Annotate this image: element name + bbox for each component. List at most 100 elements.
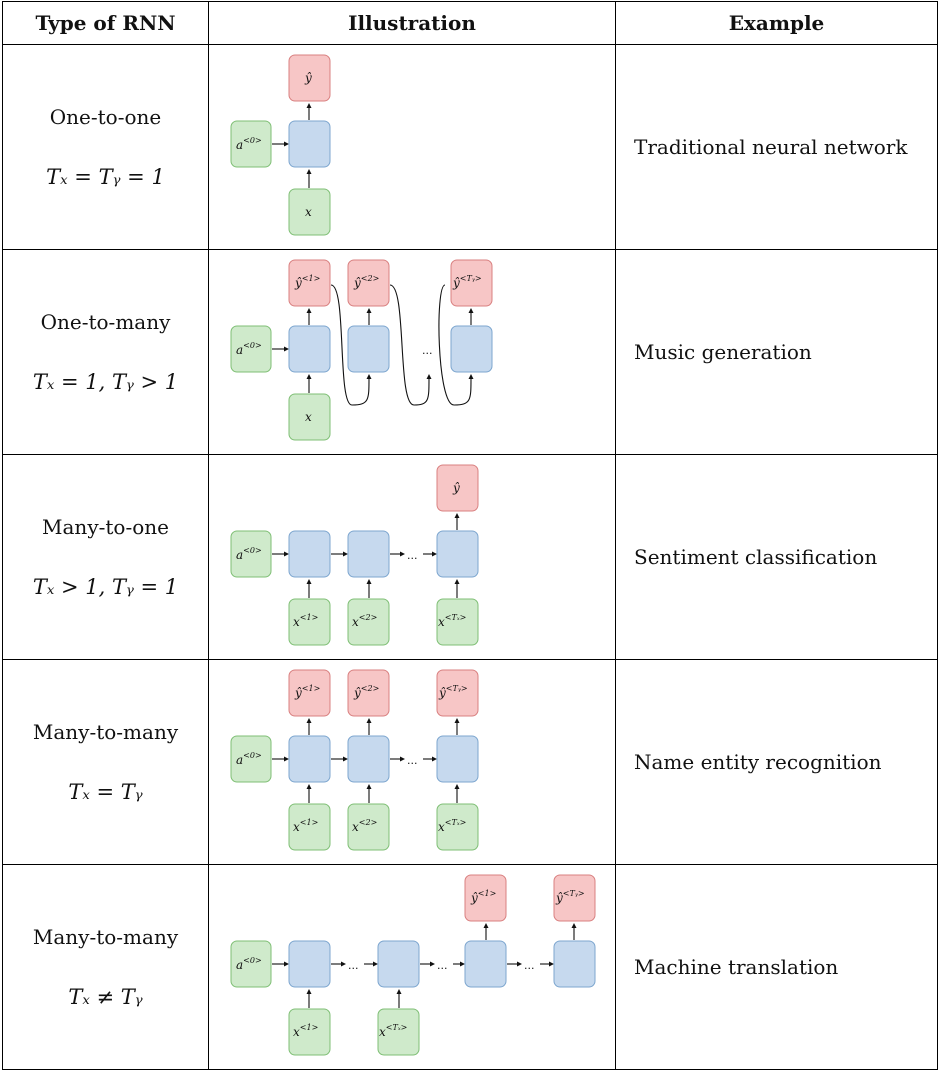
- input-box: [436, 803, 479, 851]
- illustration-cell: a<0> ŷ<1> x: [208, 249, 616, 455]
- ellipsis: ...: [407, 754, 418, 767]
- x-2-label: x<2>: [352, 818, 377, 834]
- arrowhead: [343, 551, 348, 557]
- hidden-box: [553, 940, 596, 988]
- arrowhead: [454, 513, 460, 518]
- header-row: Type of RNN Illustration Example: [2, 1, 938, 45]
- output-box: [436, 464, 479, 512]
- feedback-curve: [330, 284, 370, 406]
- x-2-label: x<2>: [352, 613, 377, 629]
- y-hat-Ty-label: ŷ<Tᵧ>: [555, 889, 585, 905]
- arrowhead: [432, 551, 437, 557]
- many-to-one-diagram: a<0> ... ŷ: [230, 464, 479, 646]
- ellipsis: ...: [524, 959, 535, 972]
- input-box: [288, 188, 331, 236]
- illustration-cell: a<0> ŷ x: [208, 44, 616, 250]
- output-box: [288, 54, 331, 102]
- ellipsis: ...: [437, 959, 448, 972]
- arrowhead: [366, 308, 372, 313]
- arrowhead: [454, 718, 460, 723]
- y-hat-2-label: ŷ<2>: [353, 274, 379, 290]
- input-box: [347, 598, 390, 646]
- x-Tx-label: x<Tₓ>: [379, 1023, 407, 1039]
- hidden-box: [377, 940, 420, 988]
- arrowhead: [284, 141, 289, 147]
- type-cell: Many-to-one Tₓ > 1, Tᵧ = 1: [2, 454, 209, 660]
- example-cell: Sentiment classification: [615, 454, 938, 660]
- example-cell: Machine translation: [615, 864, 938, 1070]
- arrowhead: [306, 169, 312, 174]
- type-formula: Tₓ = Tᵧ: [68, 780, 143, 804]
- row-many-to-many-unequal: Many-to-many Tₓ ≠ Tᵧ a<0> ...: [2, 864, 938, 1070]
- hidden-box: [347, 325, 390, 373]
- hidden-box: [347, 735, 390, 783]
- row-many-to-one: Many-to-one Tₓ > 1, Tᵧ = 1 a<0> ...: [2, 454, 938, 660]
- y-hat-Ty-label: ŷ<Tᵧ>: [452, 274, 482, 290]
- row-one-to-one: One-to-one Tₓ = Tᵧ = 1 a<0> ŷ x: [2, 44, 938, 250]
- input-box: [436, 598, 479, 646]
- arrowhead: [468, 374, 474, 379]
- arrowhead: [373, 961, 378, 967]
- arrowhead: [396, 989, 402, 994]
- arrowhead: [483, 923, 489, 928]
- arrowhead: [306, 718, 312, 723]
- arrowhead: [366, 374, 372, 379]
- arrowhead: [306, 579, 312, 584]
- x-label: x: [305, 205, 312, 219]
- type-formula: Tₓ > 1, Tᵧ = 1: [32, 575, 179, 599]
- input-box: [347, 803, 390, 851]
- y-hat-label: ŷ: [304, 71, 312, 85]
- header-type: Type of RNN: [2, 1, 209, 45]
- type-formula: Tₓ = 1, Tᵧ > 1: [32, 370, 179, 394]
- type-cell: Many-to-many Tₓ = Tᵧ: [2, 659, 209, 865]
- a0-box: [230, 735, 272, 783]
- output-box: [347, 259, 390, 307]
- x-1-label: x<1>: [293, 1023, 318, 1039]
- a0-label: a<0>: [236, 136, 262, 152]
- arrowhead: [468, 308, 474, 313]
- y-hat-1-label: ŷ<1>: [294, 684, 320, 700]
- type-name: Many-to-many: [32, 925, 179, 949]
- output-box: [436, 669, 479, 717]
- illustration-cell: a<0> ... ŷ: [208, 454, 616, 660]
- hidden-box: [347, 530, 390, 578]
- arrowhead: [306, 308, 312, 313]
- arrowhead: [306, 374, 312, 379]
- feedback-curve: [438, 284, 472, 406]
- type-cell: Many-to-many Tₓ ≠ Tᵧ: [2, 864, 209, 1070]
- one-to-one-diagram: a<0> ŷ x: [230, 54, 331, 236]
- a0-box: [230, 120, 272, 168]
- input-box: [288, 598, 331, 646]
- arrowhead: [366, 579, 372, 584]
- a0-box: [230, 530, 272, 578]
- header-illustration: Illustration: [208, 1, 616, 45]
- y-hat-2-label: ŷ<2>: [353, 684, 379, 700]
- row-many-to-many-equal: Many-to-many Tₓ = Tᵧ a<0> ...: [2, 659, 938, 865]
- arrowhead: [284, 346, 289, 352]
- output-box: [347, 669, 390, 717]
- a0-label: a<0>: [236, 546, 262, 562]
- type-name: One-to-one: [49, 105, 162, 129]
- arrowhead: [400, 551, 405, 557]
- input-box: [288, 393, 331, 441]
- row-one-to-many: One-to-many Tₓ = 1, Tᵧ > 1 a<0> ŷ<1> x: [2, 249, 938, 455]
- y-hat-1-label: ŷ<1>: [470, 889, 496, 905]
- arrowhead: [430, 961, 435, 967]
- ellipsis: ...: [422, 344, 433, 357]
- x-1-label: x<1>: [293, 818, 318, 834]
- arrowhead: [454, 784, 460, 789]
- output-box: [553, 874, 596, 922]
- many-to-many-unequal-diagram: a<0> ... ...: [230, 874, 596, 1056]
- arrowhead: [517, 961, 522, 967]
- output-box: [288, 259, 331, 307]
- ellipsis: ...: [348, 959, 359, 972]
- a0-label: a<0>: [236, 956, 262, 972]
- x-Tx-label: x<Tₓ>: [438, 818, 466, 834]
- type-cell: One-to-many Tₓ = 1, Tᵧ > 1: [2, 249, 209, 455]
- hidden-box: [288, 325, 331, 373]
- input-box: [288, 803, 331, 851]
- arrowhead: [549, 961, 554, 967]
- arrowhead: [306, 784, 312, 789]
- arrowhead: [284, 756, 289, 762]
